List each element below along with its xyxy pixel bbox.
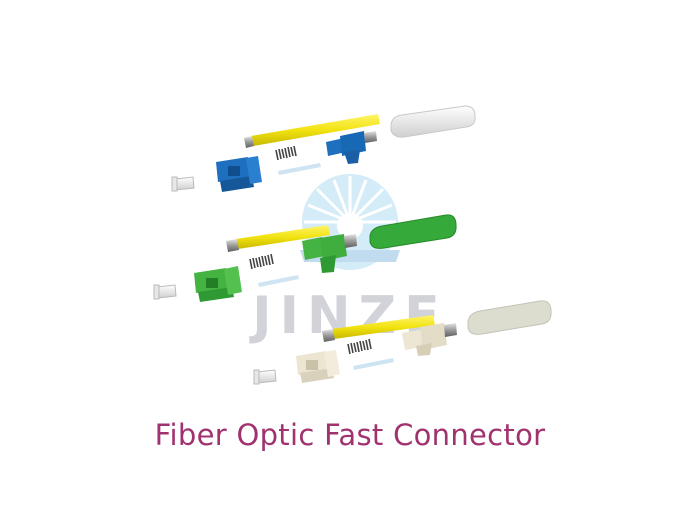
dust-cap xyxy=(153,284,177,300)
connector-set-beige xyxy=(253,300,552,385)
green-lc-housing xyxy=(194,266,242,302)
yellow-fiber-tube xyxy=(244,114,380,148)
green-plug-body xyxy=(302,234,357,273)
blue-plug-body xyxy=(326,131,377,164)
spring xyxy=(347,338,372,355)
green-boot xyxy=(369,214,457,249)
blue-lc-housing xyxy=(216,156,262,192)
spring xyxy=(275,145,297,161)
beige-lc-housing xyxy=(296,350,340,383)
connector-set-blue xyxy=(171,105,476,192)
fiber-sleeve xyxy=(278,163,321,175)
dust-cap xyxy=(171,176,195,192)
yellow-fiber-tube xyxy=(322,315,435,342)
product-caption: Fiber Optic Fast Connector xyxy=(154,418,546,452)
connector-set-green xyxy=(153,214,457,302)
white-boot xyxy=(390,105,476,138)
yellow-fiber-tube xyxy=(226,225,330,252)
dust-cap xyxy=(253,369,277,385)
fiber-sleeve xyxy=(258,275,299,287)
fiber-sleeve xyxy=(353,358,394,370)
beige-plug-body xyxy=(402,323,457,356)
beige-boot xyxy=(467,300,552,335)
spring xyxy=(249,253,274,270)
